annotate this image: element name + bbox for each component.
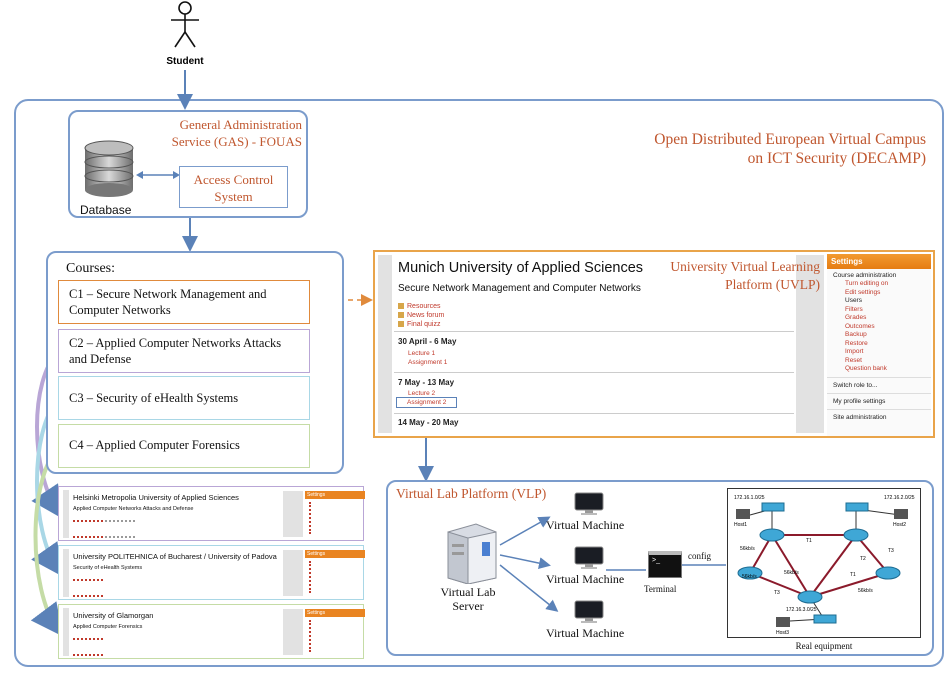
settings-site-admin[interactable]: Site administration <box>827 408 931 422</box>
settings-switch-role[interactable]: Switch role to... <box>827 376 931 390</box>
uvlp-divider-2 <box>394 372 794 373</box>
vm-2-label: Virtual Machine <box>546 572 625 586</box>
week-1-label: 30 April - 6 May <box>398 337 457 346</box>
link-final-quizz[interactable]: Final quizz <box>398 320 444 329</box>
net-label-1: 172.16.1.0/25 <box>734 495 765 501</box>
config-label: config <box>688 551 711 561</box>
vm-1-label: Virtual Machine <box>546 518 625 532</box>
thumb-helsinki[interactable]: Helsinki Metropolia University of Applie… <box>58 486 365 541</box>
net-label-56a: 56kb/s <box>740 546 755 552</box>
vlp-box <box>386 480 934 656</box>
thumb-bucharest-settings: Settings <box>305 550 365 558</box>
thumb-bucharest-course: Security of eHealth Systems <box>73 565 143 571</box>
settings-item-import[interactable]: Import <box>845 348 864 355</box>
settings-panel: Settings Course administration Turn edit… <box>827 254 931 436</box>
uvlp-divider-1 <box>394 331 794 332</box>
terminal-label: Terminal <box>644 584 677 594</box>
settings-item-outcomes[interactable]: Outcomes <box>845 322 875 330</box>
uvlp-university: Munich University of Applied Sciences <box>398 260 644 276</box>
net-label-t1b: T1 <box>850 572 856 578</box>
settings-item-filters[interactable]: Filters <box>845 305 863 313</box>
uvlp-left-strip <box>378 255 392 433</box>
thumb-glamorgan[interactable]: University of Glamorgan Applied Computer… <box>58 604 365 659</box>
vlp-title: Virtual Lab Platform (VLP) <box>396 486 547 501</box>
uvlp-title: University Virtual Learning Platform (UV… <box>670 259 820 292</box>
settings-section: Course administration <box>833 272 897 279</box>
net-label-host3: Host3 <box>776 630 790 636</box>
vm-1-monitor-icon <box>574 492 604 515</box>
settings-item-reset[interactable]: Reset <box>845 356 862 364</box>
uvlp-links: Resources News forum Final quizz <box>398 302 444 329</box>
settings-item-restore[interactable]: Restore <box>845 339 868 347</box>
settings-item-users[interactable]: Users <box>845 297 862 304</box>
uvlp-course: Secure Network Management and Computer N… <box>398 283 641 294</box>
thumb-glamorgan-course: Applied Computer Forensics <box>73 624 143 630</box>
net-label-t1a: T1 <box>806 538 812 544</box>
uvlp-right-strip <box>796 255 824 433</box>
settings-title: Settings <box>827 254 931 269</box>
week-3-label: 14 May - 20 May <box>398 418 459 427</box>
course-c3[interactable]: C3 – Security of eHealth Systems <box>58 376 310 420</box>
week-2-label: 7 May - 13 May <box>398 378 455 387</box>
settings-item-edit-settings[interactable]: Edit settings <box>845 288 881 296</box>
server-vm3-line <box>499 564 559 612</box>
access-control-box: Access Control System <box>179 166 288 208</box>
net-label-t2: T2 <box>860 556 866 562</box>
thumb-glamorgan-university: University of Glamorgan <box>73 611 154 620</box>
server-vm2-line <box>499 554 551 570</box>
week-1-lecture[interactable]: Lecture 1 <box>408 350 436 357</box>
settings-item-question-bank[interactable]: Question bank <box>845 365 887 372</box>
course-c2[interactable]: C2 – Applied Computer Networks Attacks a… <box>58 329 310 373</box>
thumb-helsinki-settings: Settings <box>305 491 365 499</box>
gas-title: General Administration Service (GAS) - F… <box>171 117 302 149</box>
database-icon <box>84 140 134 197</box>
net-label-host2: Host2 <box>893 522 907 528</box>
net-label-t3a: T3 <box>888 548 894 554</box>
net-label-2: 172.16.2.0/25 <box>884 495 915 501</box>
settings-profile[interactable]: My profile settings <box>827 392 931 406</box>
link-news-forum[interactable]: News forum <box>398 311 444 320</box>
real-equipment-label: Real equipment <box>795 641 853 651</box>
courses-header: Courses: <box>66 261 115 276</box>
network-topology <box>736 502 908 627</box>
campus-title: Open Distributed European Virtual Campus… <box>654 131 926 167</box>
settings-item-turn-editing[interactable]: Turn editing on <box>845 280 889 287</box>
thumb-helsinki-university: Helsinki Metropolia University of Applie… <box>73 493 239 502</box>
net-label-56c: 56kb/s <box>858 588 873 594</box>
thumb-helsinki-course: Applied Computer Networks Attacks and De… <box>73 506 194 512</box>
course-c1[interactable]: C1 – Secure Network Management and Compu… <box>58 280 310 324</box>
student-actor: Student <box>165 0 205 70</box>
net-label-t3b: T3 <box>774 590 780 596</box>
vm-3-label: Virtual Machine <box>546 626 625 640</box>
settings-item-grades[interactable]: Grades <box>845 314 867 321</box>
server-icon <box>447 523 497 584</box>
campus-frame <box>14 99 944 667</box>
stick-figure-icon <box>171 1 199 48</box>
server-label: Virtual Lab Server <box>440 585 496 613</box>
week-1-assignment[interactable]: Assignment 1 <box>408 359 448 366</box>
link-resources[interactable]: Resources <box>398 302 444 311</box>
settings-item-backup[interactable]: Backup <box>845 331 867 338</box>
net-label-56b: 56kb/s <box>784 570 799 576</box>
vm-2-monitor-icon <box>574 546 604 569</box>
student-label: Student <box>166 56 204 67</box>
thumb-bucharest[interactable]: University POLITEHNICA of Bucharest / Un… <box>58 545 365 600</box>
net-label-56d: 56kb/s <box>742 574 757 580</box>
database-label: Database <box>80 203 132 217</box>
terminal-icon: >_ <box>648 551 682 578</box>
week-2-assignment[interactable]: Assignment 2 <box>396 397 458 408</box>
thumb-glamorgan-settings: Settings <box>305 609 365 617</box>
net-label-host1: Host1 <box>734 522 748 528</box>
server-vm1-line <box>499 516 551 546</box>
week-2-lecture[interactable]: Lecture 2 <box>408 390 436 397</box>
net-label-3: 172.16.3.0/25 <box>786 607 817 613</box>
course-c4[interactable]: C4 – Applied Computer Forensics <box>58 424 310 468</box>
vm-3-monitor-icon <box>574 600 604 623</box>
thumb-bucharest-university: University POLITEHNICA of Bucharest / Un… <box>73 552 277 561</box>
db-access-arrow <box>136 171 180 179</box>
uvlp-divider-3 <box>394 413 794 414</box>
